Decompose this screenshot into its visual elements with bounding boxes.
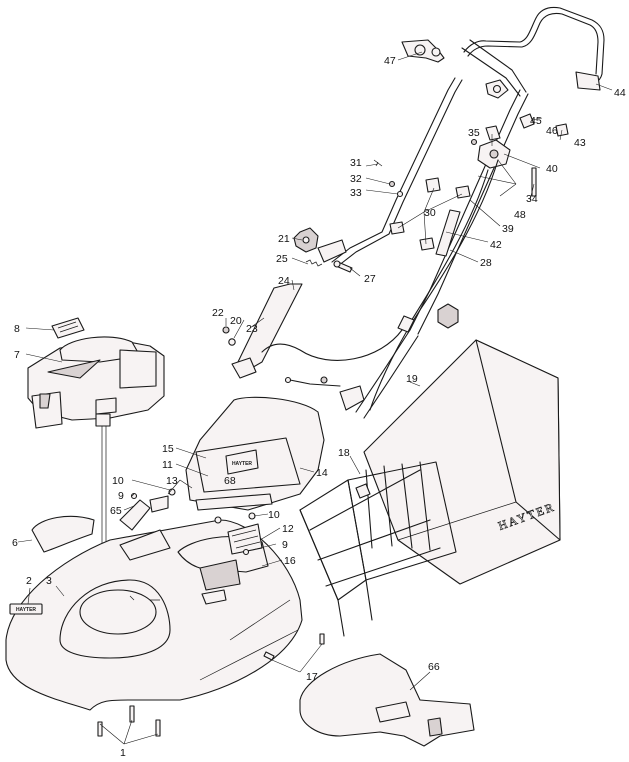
callout-13: 13 — [166, 475, 178, 487]
callout-16: 16 — [284, 555, 296, 567]
callout-12: 12 — [282, 523, 294, 535]
control-cables — [261, 159, 499, 411]
bolt-27 — [333, 260, 353, 273]
handle-knob-28 — [437, 303, 459, 329]
callout-17: 17 — [306, 671, 318, 683]
engine-7 — [27, 336, 165, 610]
callout-46: 46 — [546, 125, 558, 137]
callout-40: 40 — [546, 163, 558, 175]
badge-text: HAYTER — [16, 607, 36, 613]
callout-10b: 10 — [268, 509, 280, 521]
callout-45: 45 — [530, 115, 542, 127]
callout-20: 20 — [230, 315, 242, 327]
leader-lines — [17, 51, 613, 745]
upper-handle — [463, 6, 605, 91]
callout-2: 2 — [26, 575, 32, 587]
callout-39: 39 — [502, 223, 514, 235]
callout-6: 6 — [12, 537, 18, 549]
mower-deck-3 — [5, 519, 303, 711]
callout-32: 32 — [350, 173, 362, 185]
rear-flap-6 — [31, 515, 95, 553]
spring-25 — [305, 259, 323, 267]
screws-17 — [263, 633, 325, 661]
callout-47: 47 — [384, 55, 396, 67]
callout-7: 7 — [14, 349, 20, 361]
callout-27: 27 — [364, 273, 376, 285]
catcher-frame-18 — [299, 461, 457, 637]
badge-2: HAYTER — [9, 603, 43, 615]
fasteners-20-22 — [222, 326, 236, 346]
callout-21: 21 — [278, 233, 290, 245]
callout-10a: 10 — [112, 475, 124, 487]
callout-1: 1 — [120, 747, 126, 759]
callout-22: 22 — [212, 307, 224, 319]
small-screws-31-33 — [373, 159, 404, 198]
flap-text: HAYTER — [232, 461, 252, 467]
callout-43: 43 — [574, 137, 586, 149]
callout-34: 34 — [526, 193, 538, 205]
callout-3: 3 — [46, 575, 52, 587]
baffle-66 — [299, 653, 475, 747]
callout-30: 30 — [424, 207, 436, 219]
callout-19: 19 — [406, 373, 418, 385]
callout-33: 33 — [350, 187, 362, 199]
callout-35: 35 — [468, 127, 480, 139]
lower-handle-tube-24 — [231, 283, 303, 379]
callout-18: 18 — [338, 447, 350, 459]
rear-guard-14: HAYTER — [185, 396, 325, 511]
engine-label-8 — [51, 317, 85, 339]
bracket-65 — [119, 495, 169, 531]
callout-14: 14 — [316, 467, 328, 479]
grass-catcher-19: HAYTER — [363, 339, 561, 585]
callout-31: 31 — [350, 157, 362, 169]
screws-1 — [97, 705, 161, 737]
callout-15: 15 — [162, 443, 174, 455]
callout-24: 24 — [278, 275, 290, 287]
callout-65: 65 — [110, 505, 122, 517]
callout-28: 28 — [480, 257, 492, 269]
handle-knob-21 — [293, 227, 319, 253]
fasteners-9-10-13 — [130, 488, 256, 556]
callout-8: 8 — [14, 323, 20, 335]
callout-25: 25 — [276, 253, 288, 265]
callout-66: 66 — [428, 661, 440, 673]
callout-9b: 9 — [282, 539, 288, 551]
cable-clips-30 — [389, 177, 471, 251]
callout-42: 42 — [490, 239, 502, 251]
callout-44: 44 — [614, 87, 626, 99]
callout-23: 23 — [246, 323, 258, 335]
callout-labels: 47 44 45 46 43 35 40 34 48 39 42 28 30 3… — [12, 55, 626, 759]
callout-48: 48 — [514, 209, 526, 221]
callout-11: 11 — [162, 459, 173, 471]
throttle-lever-35-40 — [470, 113, 569, 197]
handle-tubes — [317, 39, 529, 419]
handle-bracket-47 — [401, 39, 509, 99]
height-adjuster-12 — [177, 523, 269, 605]
callout-9a: 9 — [118, 490, 124, 502]
callout-68: 68 — [224, 475, 236, 487]
